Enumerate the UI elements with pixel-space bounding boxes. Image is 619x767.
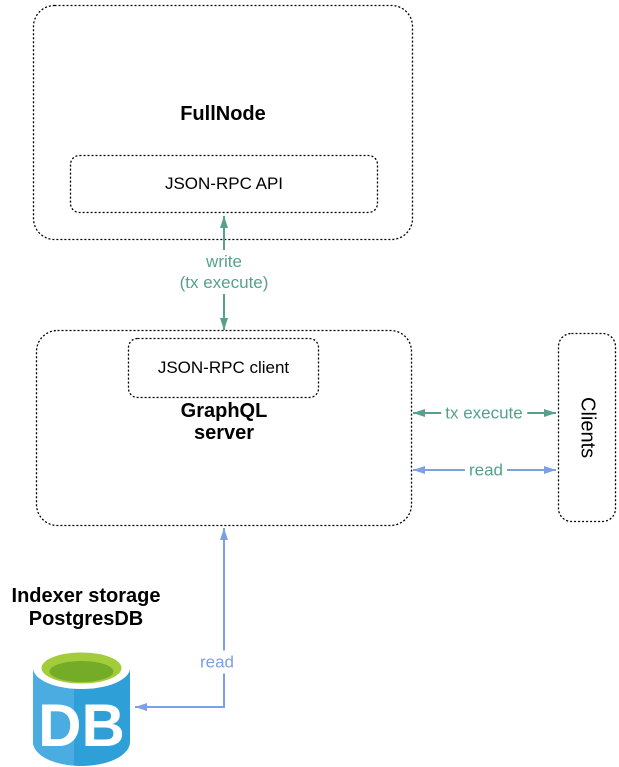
indexer-storage-title-line1: Indexer storage	[11, 585, 161, 607]
read-db-arrow	[135, 528, 228, 711]
fullnode-title: FullNode	[180, 103, 266, 125]
graphql-server-title: GraphQL server	[36, 400, 412, 444]
clients-box	[557, 332, 617, 523]
postgres-db-icon: DB	[33, 647, 130, 766]
db-top-inner-shadow	[49, 661, 114, 682]
json-rpc-client-box	[127, 337, 320, 399]
json-rpc-api-box	[69, 154, 379, 214]
graphql-server-title-line2: server	[193, 422, 255, 444]
graphql-server-box	[35, 329, 413, 527]
write-arrow-label: write (tx execute)	[175, 250, 273, 294]
clients-label-wrap: Clients	[558, 333, 616, 522]
write-arrow-label-line2: (tx execute)	[179, 273, 269, 292]
fullnode-box	[32, 4, 414, 241]
json-rpc-client-label: JSON-RPC client	[157, 358, 290, 377]
clients-label: Clients	[576, 396, 599, 459]
tx-execute-arrow-label: tx execute	[441, 401, 527, 425]
json-rpc-api-label: JSON-RPC API	[164, 174, 284, 193]
graphql-server-title-line1: GraphQL	[180, 400, 268, 422]
db-icon-text: DB	[38, 692, 125, 759]
indexer-storage-title: Indexer storage PostgresDB	[0, 585, 172, 631]
indexer-storage-title-line2: PostgresDB	[28, 608, 144, 630]
read-clients-arrow-label: read	[464, 458, 508, 482]
write-arrow-label-line1: write	[206, 252, 242, 271]
read-db-arrow-label: read	[195, 650, 239, 674]
